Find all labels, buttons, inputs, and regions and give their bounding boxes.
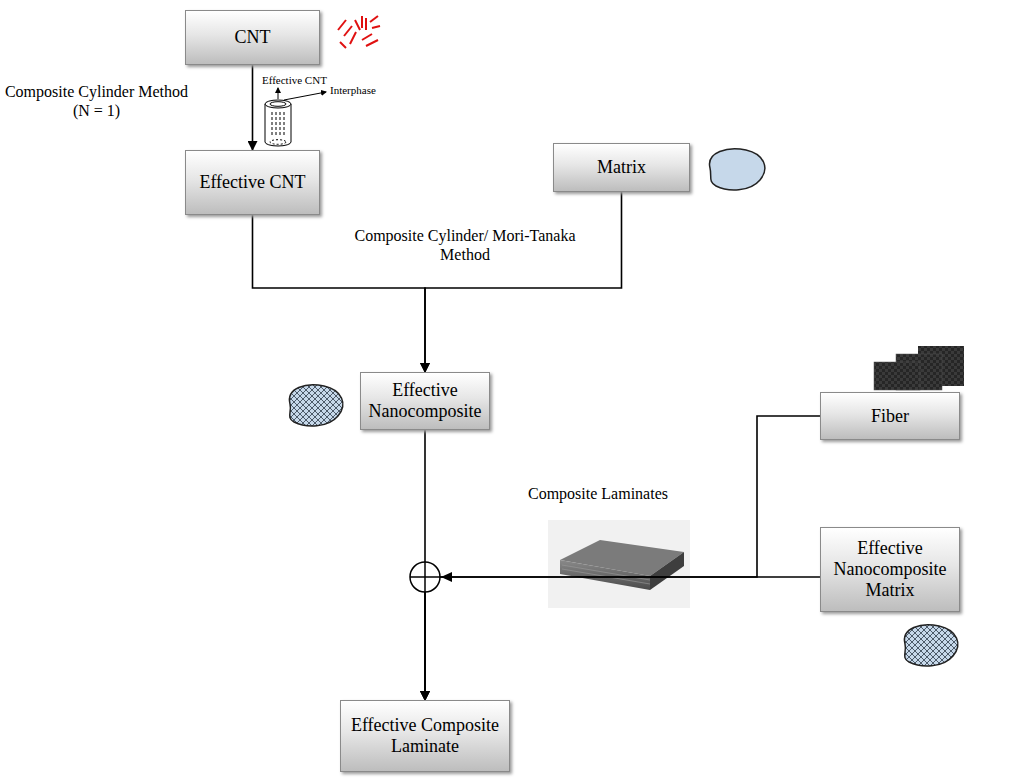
box-label: CNT [235,27,271,48]
matrix-blob [710,149,765,190]
cylinder-icon [265,100,291,146]
edge-label: Composite Laminates [518,484,678,503]
edge-label: Composite Cylinder/ Mori-Tanaka Method [330,226,600,264]
flow-arrow [425,577,820,700]
box-label: Effective Composite Laminate [349,715,501,756]
process-box: CNT [185,10,320,65]
process-box: Effective Composite Laminate [340,700,510,772]
fiber-sheets [874,346,964,390]
part-label: Effective CNT [262,74,327,86]
nanocomposite-matrix-blob [904,625,957,666]
flow-arrow [425,192,622,372]
nanocomposite-blob [289,385,342,426]
process-box: Effective Nanocomposite [360,372,490,430]
box-label: Effective Nanocomposite [369,380,482,421]
box-label: Fiber [871,406,909,427]
part-label: Interphase [330,84,376,96]
leader-line [278,88,279,99]
laminate-photo [548,520,690,608]
process-box: Fiber [820,392,960,440]
cnt-icon [338,16,380,48]
flow-arrow [252,65,254,150]
edge-label: Composite Cylinder Method (N = 1) [4,82,189,120]
box-label: Effective CNT [199,172,305,193]
box-label: Matrix [597,157,646,178]
box-label: Effective Nanocomposite Matrix [829,538,951,600]
process-box: Effective CNT [185,150,320,215]
leader-line [284,92,326,100]
process-box: Matrix [553,143,690,192]
process-box: Effective Nanocomposite Matrix [820,527,960,612]
flow-arrow [425,416,820,700]
